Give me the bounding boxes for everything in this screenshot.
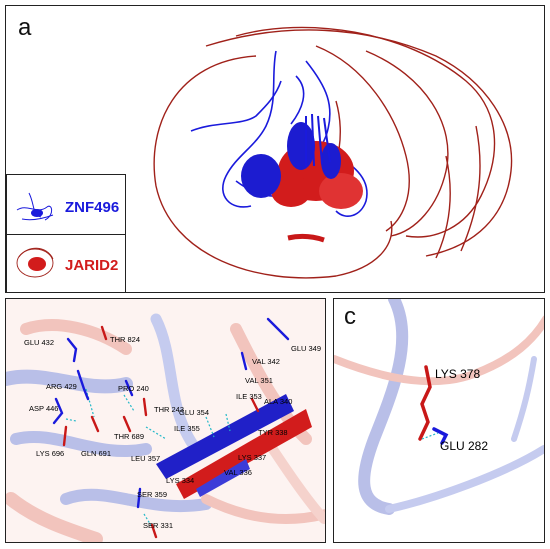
legend-label-jarid2: JARID2 bbox=[65, 257, 119, 274]
residue-label-glu282: GLU 282 bbox=[440, 439, 489, 453]
residue-label: SER 331 bbox=[143, 521, 174, 530]
panel-a: a bbox=[5, 5, 545, 293]
side-chains bbox=[52, 317, 290, 539]
panel-c: c LYS 378 GLU 282 bbox=[333, 298, 545, 543]
residue-label: THR 689 bbox=[114, 432, 145, 441]
residue-label: THR 243 bbox=[154, 405, 185, 414]
jarid2-loops bbox=[153, 26, 513, 279]
residue-label: LYS 696 bbox=[36, 449, 65, 458]
panel-c-letter: c bbox=[344, 303, 356, 330]
lys-378-side-chain bbox=[418, 365, 432, 441]
residue-label: LEU 357 bbox=[131, 454, 161, 463]
znf496-thumbnail-icon bbox=[16, 192, 54, 221]
residue-label: VAL 351 bbox=[245, 376, 273, 385]
residue-label: LYS 334 bbox=[166, 476, 195, 485]
panel-a-structure bbox=[153, 26, 513, 279]
residue-label: ASP 446 bbox=[29, 404, 59, 413]
residue-label: GLU 354 bbox=[179, 408, 210, 417]
panel-b: b bbox=[5, 298, 326, 543]
znf496-domain bbox=[241, 122, 341, 198]
residue-label: ARG 429 bbox=[46, 382, 77, 391]
hydrogen-bond bbox=[421, 432, 439, 440]
panel-c-ribbons bbox=[334, 299, 544, 515]
legend-label-znf496: ZNF496 bbox=[65, 199, 120, 216]
legend-jarid2: JARID2 bbox=[6, 234, 126, 292]
residue-label: GLN 691 bbox=[81, 449, 112, 458]
residue-label: GLU 432 bbox=[24, 338, 55, 347]
jarid2-thumbnail-icon bbox=[16, 247, 54, 278]
beta-strands bbox=[156, 394, 312, 499]
hydrogen-bonds bbox=[65, 388, 231, 528]
legend-znf496: ZNF496 bbox=[6, 174, 126, 236]
residue-label: TYR 338 bbox=[258, 428, 288, 437]
residue-label: SER 359 bbox=[137, 490, 168, 499]
residue-label: ALA 340 bbox=[264, 397, 293, 406]
jarid2-coil bbox=[287, 233, 325, 243]
residue-label: PRO 240 bbox=[118, 384, 149, 393]
glu-282-side-chain bbox=[432, 427, 449, 445]
residue-label-lys378: LYS 378 bbox=[435, 367, 481, 381]
residue-label: THR 824 bbox=[110, 335, 141, 344]
panel-c-interface bbox=[334, 299, 544, 515]
panel-b-interface bbox=[6, 299, 325, 542]
residue-label: GLU 349 bbox=[291, 344, 322, 353]
residue-label: ILE 353 bbox=[236, 392, 262, 401]
residue-label: LYS 337 bbox=[238, 453, 267, 462]
znf496-helices bbox=[305, 113, 331, 167]
residue-label: VAL 342 bbox=[252, 357, 280, 366]
residue-label: ILE 355 bbox=[174, 424, 200, 433]
jarid2-domain bbox=[271, 141, 363, 209]
panel-a-letter: a bbox=[18, 14, 32, 41]
residue-label: VAL 336 bbox=[224, 468, 252, 477]
